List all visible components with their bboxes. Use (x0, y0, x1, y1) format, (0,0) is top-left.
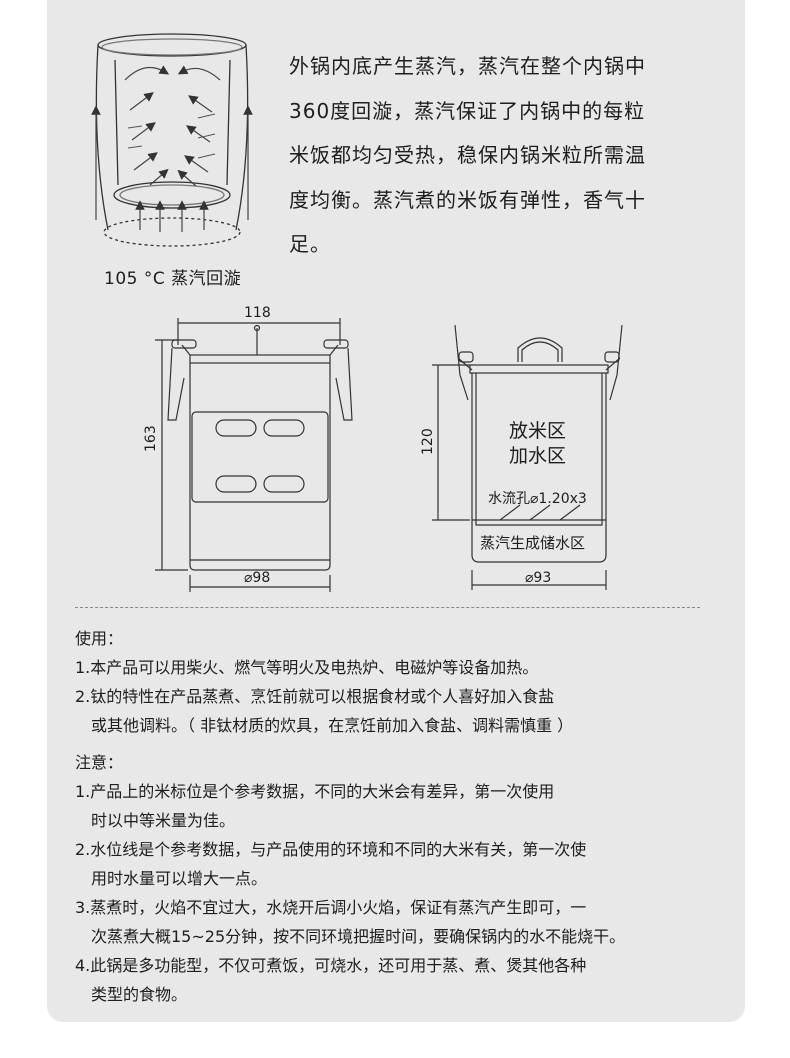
right-diameter-label: ⌀93 (525, 570, 551, 586)
right-height-label: 120 (420, 428, 436, 455)
dashed-divider (75, 607, 700, 608)
steam-pot-illustration (91, 33, 253, 247)
left-technical-drawing (155, 318, 353, 592)
notes-line: 3.蒸煮时，火焰不宜过大，水烧开后调小火焰，保证有蒸汽产生即可，一 (75, 898, 587, 917)
water-zone-label: 加水区 (509, 445, 566, 467)
usage-line: 2.钛的特性在产品蒸煮、烹饪前就可以根据食材或个人喜好加入食盐 (75, 687, 555, 706)
usage-line: 1.本产品可以用柴火、燃气等明火及电热炉、电磁炉等设备加热。 (75, 658, 539, 677)
intro-line: 米饭都均匀受热，稳保内锅米粒所需温 (289, 143, 646, 167)
left-width-label: 118 (244, 305, 271, 321)
notes-line: 2.水位线是个参考数据，与产品使用的环境和不同的大米有关，第一次使 (75, 840, 587, 859)
usage-section: 使用： 1.本产品可以用柴火、燃气等明火及电热炉、电磁炉等设备加热。 2.钛的特… (75, 624, 573, 740)
intro-paragraph: 外锅内底产生蒸汽，蒸汽在整个内锅中 360度回漩，蒸汽保证了内锅中的每粒 米饭都… (289, 44, 709, 267)
notes-line: 次蒸煮大概15~25分钟，按不同环境把握时间，要确保锅内的水不能烧干。 (91, 927, 626, 946)
intro-line: 度均衡。蒸汽煮的米饭有弹性，香气十 (289, 187, 646, 212)
notes-line: 4.此锅是多功能型，不仅可煮饭，可烧水，还可用于蒸、煮、煲其他各种 (75, 956, 587, 975)
notes-line: 类型的食物。 (91, 985, 188, 1004)
rice-zone-label: 放米区 (509, 420, 566, 442)
illustration-caption: 105 °C 蒸汽回漩 (104, 269, 242, 289)
intro-line: 外锅内底产生蒸汽，蒸汽在整个内锅中 (289, 54, 646, 78)
notes-line: 1.产品上的米标位是个参考数据，不同的大米会有差异，第一次使用 (75, 782, 555, 801)
notes-heading: 注意： (75, 753, 124, 772)
usage-heading: 使用： (75, 629, 124, 648)
notes-line: 时以中等米量为佳。 (91, 811, 236, 830)
left-diameter-label: ⌀98 (244, 570, 270, 586)
intro-line: 360度回漩，蒸汽保证了内锅中的每粒 (289, 98, 646, 123)
left-height-label: 163 (143, 425, 159, 452)
right-technical-drawing (432, 324, 623, 590)
intro-line: 足。 (289, 232, 331, 256)
steam-reservoir-label: 蒸汽生成储水区 (480, 534, 585, 552)
usage-line: 或其他调料。（ 非钛材质的炊具，在烹饪前加入食盐、调料需慎重 ） (91, 716, 574, 735)
notes-line: 用时水量可以增大一点。 (91, 869, 268, 888)
water-holes-label: 水流孔⌀1.20x3 (488, 491, 587, 507)
notes-section: 注意： 1.产品上的米标位是个参考数据，不同的大米会有差异，第一次使用 时以中等… (75, 748, 625, 1009)
